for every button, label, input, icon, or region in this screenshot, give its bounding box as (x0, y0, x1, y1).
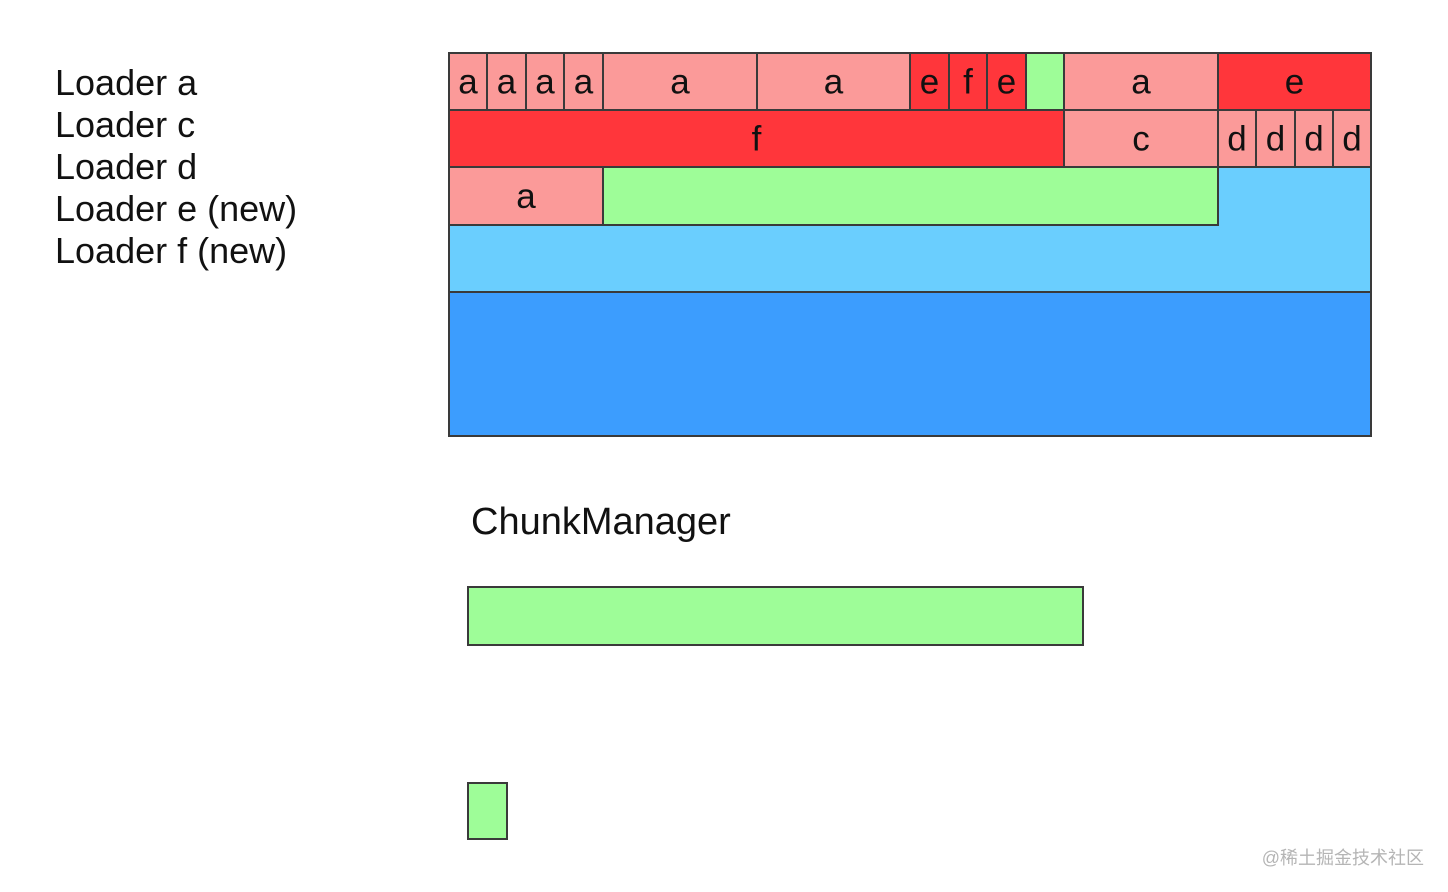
chunk-manager-title: ChunkManager (471, 501, 731, 543)
block-loader-a (448, 166, 604, 226)
legend-loader-e: Loader e (new) (55, 188, 298, 229)
block-loader-e (1217, 52, 1372, 111)
block-label-a: a (824, 63, 844, 102)
block-label-f: f (752, 120, 762, 159)
block-label-e: e (920, 63, 939, 102)
block-label-a: a (458, 63, 478, 102)
block-loader-a (563, 52, 604, 111)
block-label-a: a (516, 177, 536, 216)
loader-legend: Loader a Loader c Loader d Loader e (new… (55, 62, 297, 272)
legend-loader-d: Loader d (55, 146, 198, 187)
block-loader-c (1063, 109, 1219, 168)
block-label-a: a (670, 63, 690, 102)
block-label-e: e (1285, 63, 1304, 102)
block-label-a: a (574, 63, 594, 102)
legend-loader-f: Loader f (new) (55, 230, 288, 271)
block-label-d: d (1304, 120, 1323, 159)
block-label-e: e (997, 63, 1016, 102)
block-label-c: c (1132, 120, 1150, 159)
block-label-f: f (963, 63, 973, 102)
block-loader-a (525, 52, 565, 111)
watermark: @稀土掘金技术社区 (1261, 848, 1424, 868)
reserved-region-dark (448, 291, 1372, 437)
block-loader-f (448, 109, 1065, 168)
free-block (602, 166, 1219, 226)
free-chunk-small (467, 782, 508, 840)
block-label-a: a (497, 63, 517, 102)
free-block (1025, 52, 1065, 111)
block-label-d: d (1266, 120, 1285, 159)
legend-loader-a: Loader a (55, 62, 198, 103)
block-label-d: d (1227, 120, 1246, 159)
block-label-a: a (1131, 63, 1151, 102)
block-label-d: d (1342, 120, 1361, 159)
block-label-a: a (535, 63, 555, 102)
block-loader-d (1217, 109, 1257, 168)
legend-loader-c: Loader c (55, 104, 196, 145)
block-loader-d (1332, 109, 1372, 168)
free-chunk-large (467, 586, 1084, 646)
block-loader-a (448, 52, 488, 111)
